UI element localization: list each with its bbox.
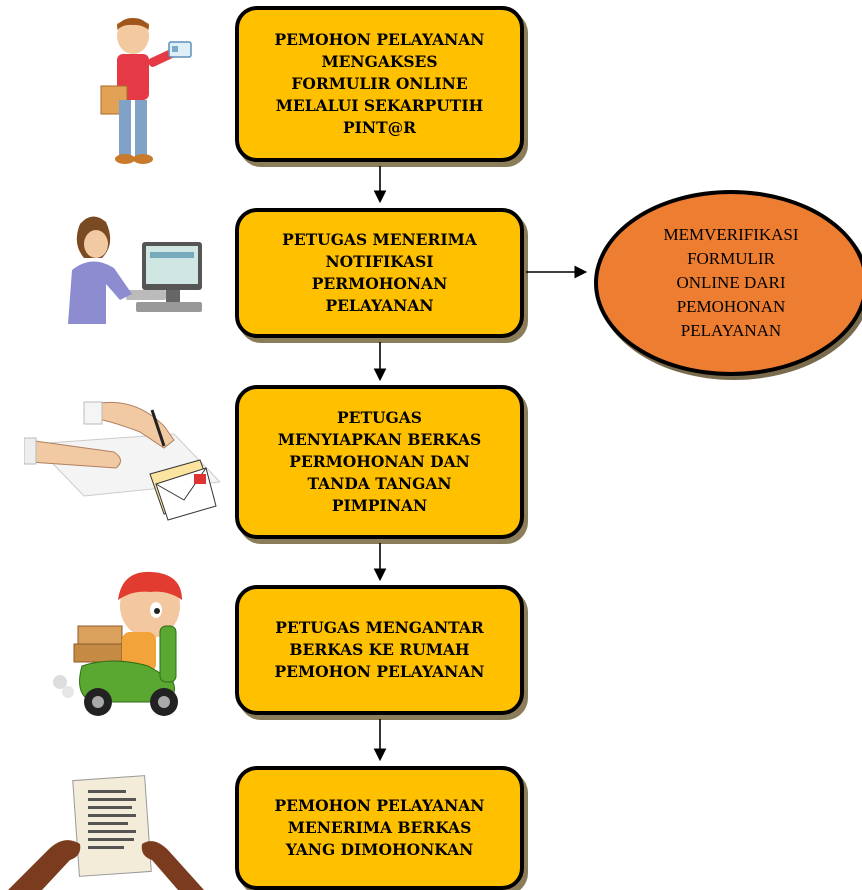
- signing-documents-icon: [24, 401, 220, 521]
- step-4-box: PETUGAS MENGANTAR BERKAS KE RUMAH PEMOHO…: [235, 585, 524, 715]
- step-3-box: PETUGAS MENYIAPKAN BERKAS PERMOHONAN DAN…: [235, 385, 524, 539]
- officer-at-computer-icon: [68, 216, 202, 324]
- step-5-box: PEMOHON PELAYANAN MENERIMA BERKAS YANG D…: [235, 766, 524, 890]
- courier-scooter-icon: [53, 571, 182, 716]
- verify-oval: MEMVERIFIKASI FORMULIR ONLINE DARI PEMOH…: [594, 190, 862, 376]
- step-1-box: PEMOHON PELAYANAN MENGAKSES FORMULIR ONL…: [235, 6, 524, 162]
- applicant-with-id-card-icon: [100, 18, 192, 164]
- hands-holding-document-icon: [8, 775, 204, 890]
- step-2-box: PETUGAS MENERIMA NOTIFIKASI PERMOHONAN P…: [235, 208, 524, 338]
